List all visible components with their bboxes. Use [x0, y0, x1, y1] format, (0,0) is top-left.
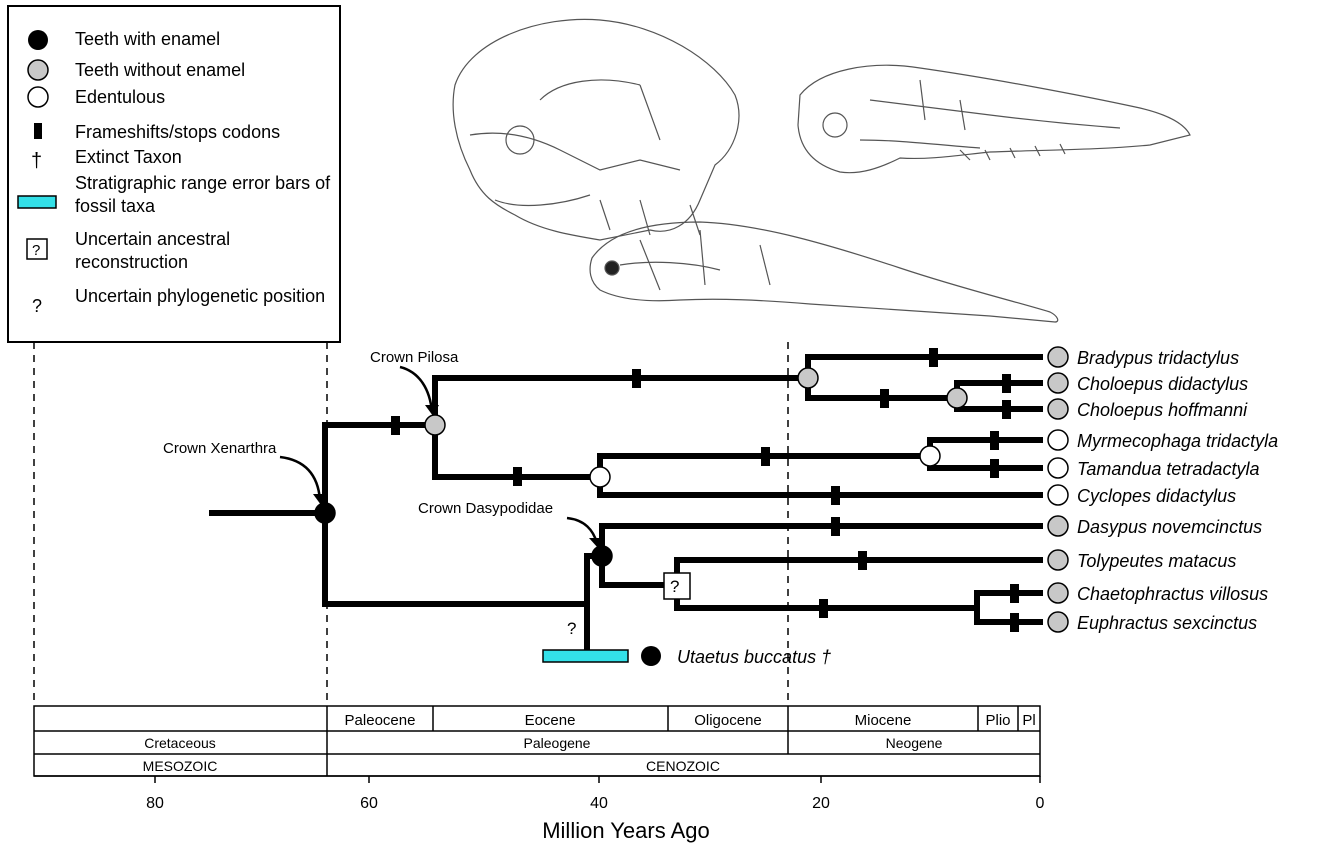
taxon-label: Euphractus sexcinctus [1077, 613, 1257, 633]
legend-label-uncertain: Uncertain phylogenetic position [75, 285, 337, 308]
epoch-miocene: Miocene [855, 712, 912, 729]
node-pilosa [425, 415, 445, 435]
tick-label: 80 [146, 795, 164, 812]
epoch-pleistocene: Pl [1022, 712, 1035, 729]
time-axis [34, 776, 1040, 783]
tip-state-choloepus-didactylus [1048, 373, 1068, 393]
node-choloepus [947, 388, 967, 408]
tips [1048, 347, 1068, 632]
fossil-taxon-label: Utaetus buccatus † [677, 647, 831, 667]
epoch-paleocene: Paleocene [345, 712, 416, 729]
tip-state-choloepus-hoffmanni [1048, 399, 1068, 419]
period-cretaceous: Cretaceous [144, 735, 216, 751]
sloth-skull-drawing [453, 19, 739, 240]
anteater-skull-drawing [798, 65, 1190, 172]
legend-gray-circle-icon [28, 60, 48, 80]
node-uncertain-box-glyph: ? [670, 577, 679, 596]
node-folivora [798, 368, 818, 388]
era-cenozoic: CENOZOIC [646, 758, 720, 774]
legend: Teeth with enamel Teeth without enamel E… [8, 6, 340, 342]
tip-state-euphractus [1048, 612, 1068, 632]
node-states [315, 368, 967, 599]
label-crown-dasypodidae: Crown Dasypodidae [418, 500, 553, 517]
era-mesozoic: MESOZOIC [143, 758, 218, 774]
tip-state-dasypus [1048, 516, 1068, 536]
label-crown-pilosa: Crown Pilosa [370, 349, 459, 366]
tip-state-tolypeutes [1048, 550, 1068, 570]
axis-title: Million Years Ago [542, 818, 710, 843]
legend-question-box-glyph: ? [32, 242, 40, 259]
armadillo-skull-drawing [590, 222, 1058, 322]
legend-label-strat: Stratigraphic range error bars of fossil… [75, 172, 337, 218]
taxon-label: Dasypus novemcinctus [1077, 517, 1262, 537]
node-vermilingua [590, 467, 610, 487]
legend-label-teeth-enamel: Teeth with enamel [75, 29, 220, 49]
epoch-oligocene: Oligocene [694, 712, 762, 729]
taxon-label: Choloepus didactylus [1077, 374, 1248, 394]
taxon-label: Cyclopes didactylus [1077, 486, 1236, 506]
legend-open-circle-icon [28, 87, 48, 107]
epoch-pliocene: Plio [985, 712, 1010, 729]
taxon-label: Choloepus hoffmanni [1077, 400, 1248, 420]
tick-label: 40 [590, 795, 608, 812]
legend-frameshift-bar-icon [34, 123, 42, 139]
tip-state-myrmecophaga [1048, 430, 1068, 450]
taxon-label: Bradypus tridactylus [1077, 348, 1239, 368]
tick-label: 0 [1036, 795, 1045, 812]
fossil-state-icon [641, 646, 661, 666]
taxon-label: Chaetophractus villosus [1077, 584, 1268, 604]
legend-dagger-icon: † [31, 150, 42, 172]
taxon-label: Myrmecophaga tridactyla [1077, 431, 1278, 451]
legend-label-uncertain-wrap: Uncertain phylogenetic position [75, 285, 337, 335]
node-myrmecophagidae [920, 446, 940, 466]
legend-filled-circle-icon [28, 30, 48, 50]
tip-state-cyclopes [1048, 485, 1068, 505]
epoch-eocene: Eocene [525, 712, 576, 729]
uncertain-position-mark: ? [567, 619, 576, 638]
tip-state-tamandua [1048, 458, 1068, 478]
legend-label-edentulous: Edentulous [75, 87, 165, 107]
period-neogene: Neogene [886, 735, 943, 751]
taxon-label: Tamandua tetradactyla [1077, 459, 1259, 479]
taxon-label: Tolypeutes matacus [1077, 551, 1236, 571]
legend-cyan-bar-icon [18, 196, 56, 208]
tree-branches [212, 357, 1040, 650]
arrow-crown-xenarthra [280, 457, 320, 500]
legend-label-teeth-no-enamel: Teeth without enamel [75, 60, 245, 80]
legend-label-ancestral: Uncertain ancestral reconstruction [75, 228, 337, 274]
tick-label: 60 [360, 795, 378, 812]
node-dasypodidae [592, 546, 612, 566]
label-crown-xenarthra: Crown Xenarthra [163, 440, 277, 457]
tip-state-chaetophractus [1048, 583, 1068, 603]
legend-label-strat-wrap: Stratigraphic range error bars of fossil… [75, 172, 337, 222]
legend-label-extinct: Extinct Taxon [75, 147, 182, 167]
legend-label-ancestral-wrap: Uncertain ancestral reconstruction [75, 228, 337, 278]
legend-label-frameshifts: Frameshifts/stops codons [75, 122, 280, 142]
fossil-range-bar [543, 650, 628, 662]
tick-label: 20 [812, 795, 830, 812]
frameshift-markers [391, 348, 1019, 632]
node-xenarthra [315, 503, 335, 523]
period-paleogene: Paleogene [524, 735, 591, 751]
legend-question-mark-icon: ? [32, 296, 42, 316]
tip-state-bradypus [1048, 347, 1068, 367]
